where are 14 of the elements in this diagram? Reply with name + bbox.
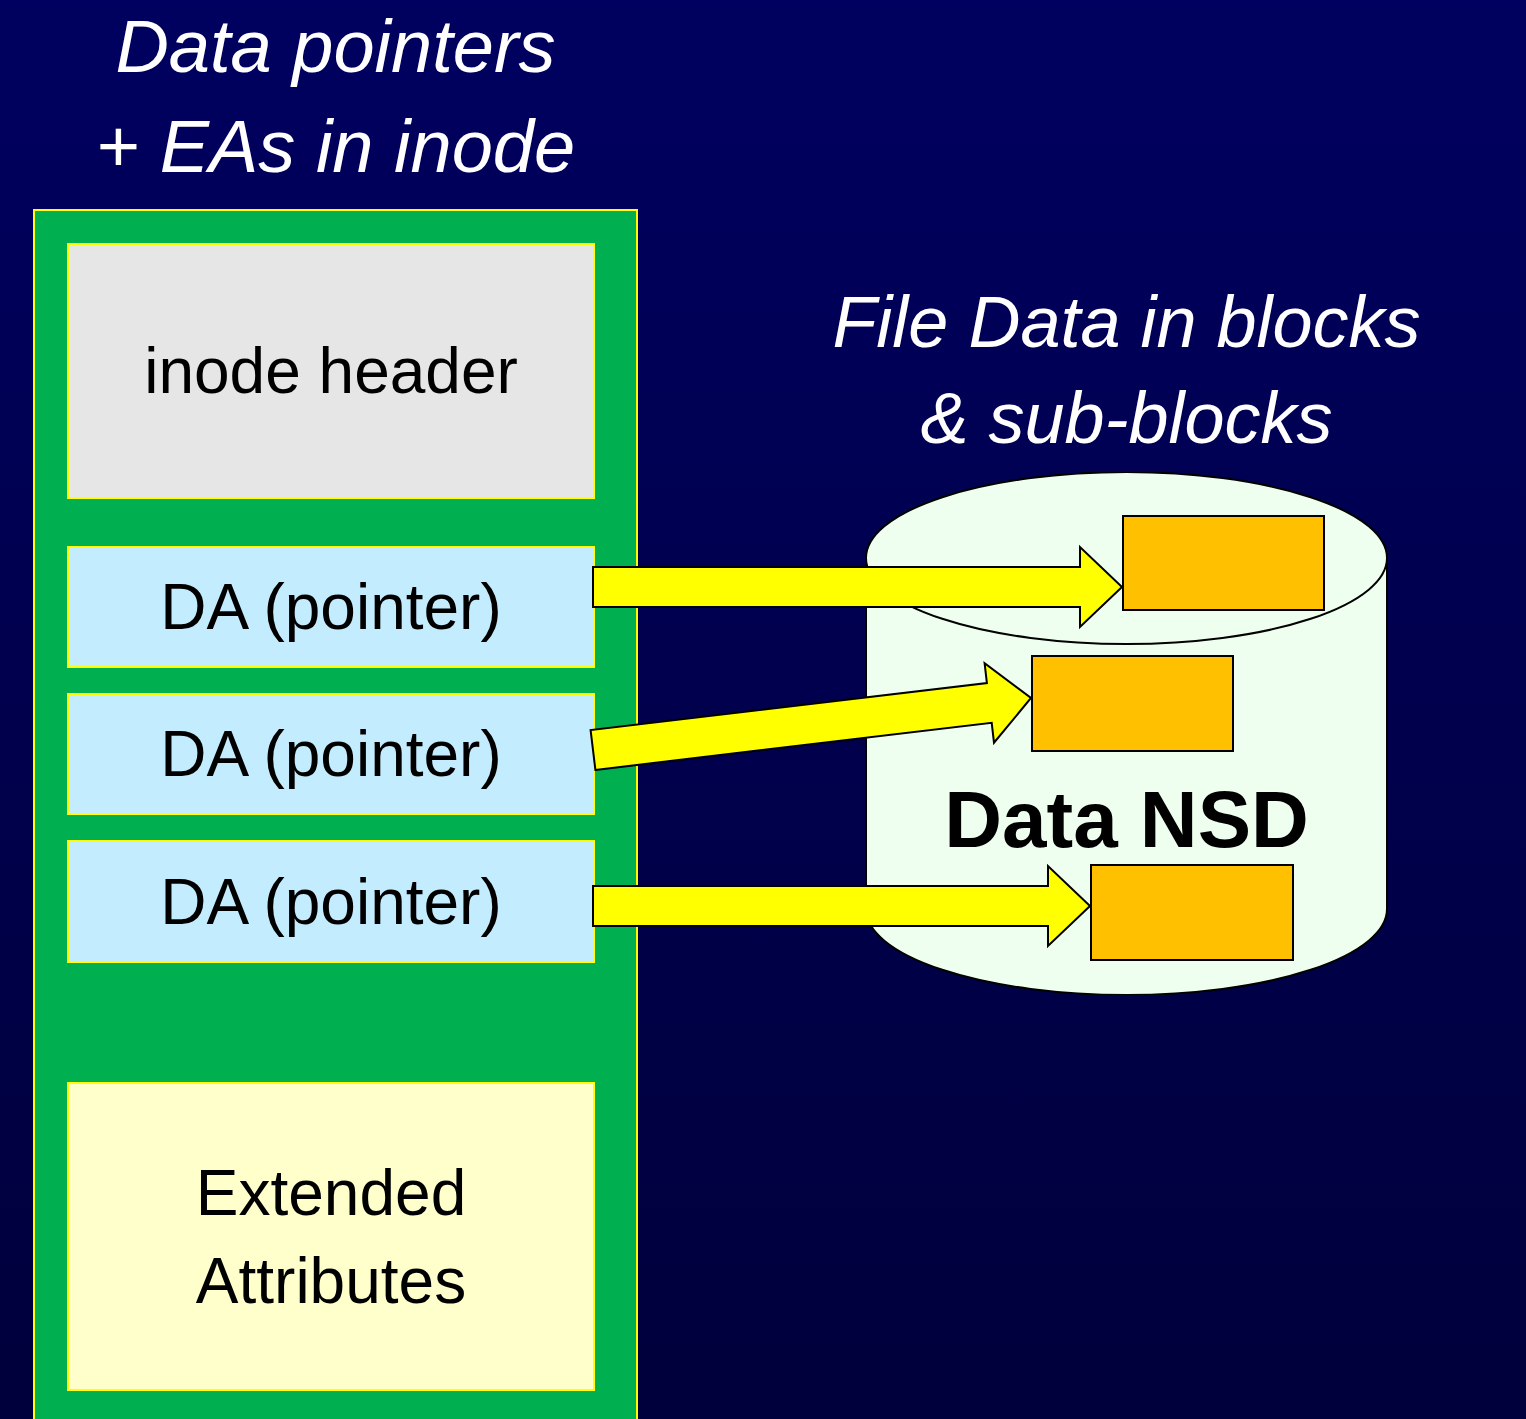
pointer-box: DA (pointer) (67, 693, 595, 815)
block-arrow (592, 544, 1124, 630)
data-block (1090, 864, 1294, 961)
header-box: inode header (67, 243, 595, 499)
pointer-box: DA (pointer) (67, 840, 595, 963)
data-block (1031, 655, 1234, 752)
pointer-box: DA (pointer) (67, 546, 595, 668)
cylinder-label: Data NSD (943, 774, 1310, 866)
block-arrow (592, 863, 1092, 949)
cylinder-heading: File Data in blocks & sub-blocks (831, 281, 1422, 460)
inode-heading: Data pointers + EAs in inode (94, 4, 577, 190)
attributes-box: Extended Attributes (67, 1082, 595, 1391)
block-arrow (589, 661, 1033, 771)
data-block (1122, 515, 1325, 611)
